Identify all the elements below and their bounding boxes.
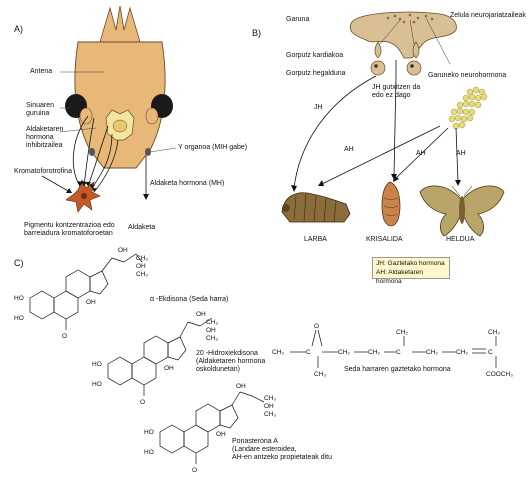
label-sinus-gland: Sinuaren guruina <box>26 102 55 117</box>
label-ah-2: AH <box>416 150 426 157</box>
label-corpus-cardiacum: Gorputz kardiakoa <box>286 52 344 59</box>
svg-text:CH₃: CH₃ <box>488 329 500 336</box>
svg-text:OH: OH <box>264 403 274 410</box>
label-antenna: Antena <box>30 68 53 75</box>
svg-text:CH₂: CH₂ <box>338 349 350 356</box>
svg-text:CH₃: CH₃ <box>206 335 218 342</box>
section-a-label: A) <box>14 24 23 34</box>
label-corpus-allatum: Gorputz hegalduna <box>286 70 346 77</box>
svg-text:HO: HO <box>144 449 154 456</box>
label-larva: LARBA <box>304 236 327 243</box>
svg-text:CH₃: CH₃ <box>314 371 326 378</box>
svg-text:HO: HO <box>144 429 154 436</box>
svg-text:CH₃: CH₃ <box>136 271 148 278</box>
chromatophore-icon <box>65 179 101 213</box>
neurohormone-beads <box>448 86 488 130</box>
svg-text:OH: OH <box>196 311 206 318</box>
legend-jh: JH: Gaztetako hormona <box>376 260 445 267</box>
juvenile-hormone-structure <box>290 329 497 368</box>
svg-text:O: O <box>192 467 197 474</box>
label-jh: JH <box>314 104 323 111</box>
legend-ah: AH: Aldaketaren hormona <box>376 269 423 285</box>
label-jh-levels: JH gutxitzen da edo ez dago <box>372 84 421 99</box>
alpha-ecdysone-structure <box>29 253 143 330</box>
svg-text:OH: OH <box>86 299 96 306</box>
svg-text:HO: HO <box>14 315 24 322</box>
svg-text:CH₃: CH₃ <box>264 411 276 418</box>
svg-text:CH₂: CH₂ <box>368 349 380 356</box>
svg-text:CH₂: CH₂ <box>426 349 438 356</box>
label-ponasterone: Ponasterona A (Landare esteroidea, AH-en… <box>232 438 333 461</box>
label-molting-hormone: Aldaketa hormona (MH) <box>150 180 225 187</box>
svg-text:OH: OH <box>136 263 146 270</box>
label-neurosecretory: Zelula neurojariatzaileak <box>450 12 526 19</box>
svg-text:HO: HO <box>14 295 24 302</box>
svg-text:C: C <box>396 349 401 356</box>
insect-endocrine-illustration <box>281 11 505 237</box>
svg-text:HO: HO <box>92 381 102 388</box>
section-b-label: B) <box>252 28 261 38</box>
label-juvenile-hormone: Seda harraren gaztetako hormona <box>344 366 451 373</box>
svg-text:C: C <box>488 349 493 356</box>
ponasterone-structure <box>159 391 265 464</box>
svg-text:OH: OH <box>164 365 174 372</box>
larva-icon <box>281 192 351 223</box>
label-pupa: KRISALIDA <box>366 236 403 243</box>
svg-text:O: O <box>140 399 145 406</box>
label-molting: Aldaketa <box>128 224 156 231</box>
svg-text:COOCH₃: COOCH₃ <box>486 371 513 378</box>
svg-text:CH₂: CH₂ <box>456 349 468 356</box>
svg-text:O: O <box>314 323 319 330</box>
svg-text:HO: HO <box>92 361 102 368</box>
svg-text:OH: OH <box>118 247 128 254</box>
label-hydroxy-ecdysone: 20 -Hidroxiekdisona (Aldaketaren hormona… <box>196 350 266 373</box>
label-ah-1: AH <box>344 146 354 153</box>
label-adult: HELDUA <box>446 236 475 243</box>
hydroxyecdysone-structure <box>107 317 213 396</box>
label-pigment: Pigmentu kontzentrazioa edo barreiadura … <box>24 222 115 237</box>
svg-text:CH₂: CH₂ <box>396 329 408 336</box>
section-c-label: C) <box>14 258 24 268</box>
label-ah-3: AH <box>456 150 466 157</box>
svg-text:CH₃: CH₃ <box>272 349 284 356</box>
atom-labels: HO HO O OH OH CH₃ OH CH₃ HO HO O OH OH C… <box>14 247 513 474</box>
label-mih: Aldaketaren hormona inhibitzailea <box>26 126 64 149</box>
svg-text:CH₃: CH₃ <box>136 255 148 262</box>
svg-text:OH: OH <box>236 383 246 390</box>
label-alpha-ecdysone: α -Ekdisona (Seda harra) <box>150 296 229 303</box>
svg-text:OH: OH <box>216 431 226 438</box>
legend: JH: Gaztetako hormona AH: Aldaketaren ho… <box>372 257 450 285</box>
label-chromatophorotropin: Kromatoforotrofina <box>14 168 72 175</box>
svg-text:O: O <box>62 333 67 340</box>
svg-text:OH: OH <box>206 327 216 334</box>
pupa-icon <box>381 181 401 227</box>
steroid-structures <box>29 253 497 464</box>
svg-text:C: C <box>306 349 311 356</box>
svg-text:CH₃: CH₃ <box>264 395 276 402</box>
label-y-organ: Y organoa (MIH gabe) <box>178 144 248 151</box>
label-brain-neurohormone: Garuneko neurohormona <box>428 72 507 79</box>
svg-text:CH₃: CH₃ <box>206 319 218 326</box>
moth-icon <box>419 185 505 237</box>
crustacean-illustration <box>41 5 177 213</box>
label-brain: Garuna <box>286 16 310 23</box>
